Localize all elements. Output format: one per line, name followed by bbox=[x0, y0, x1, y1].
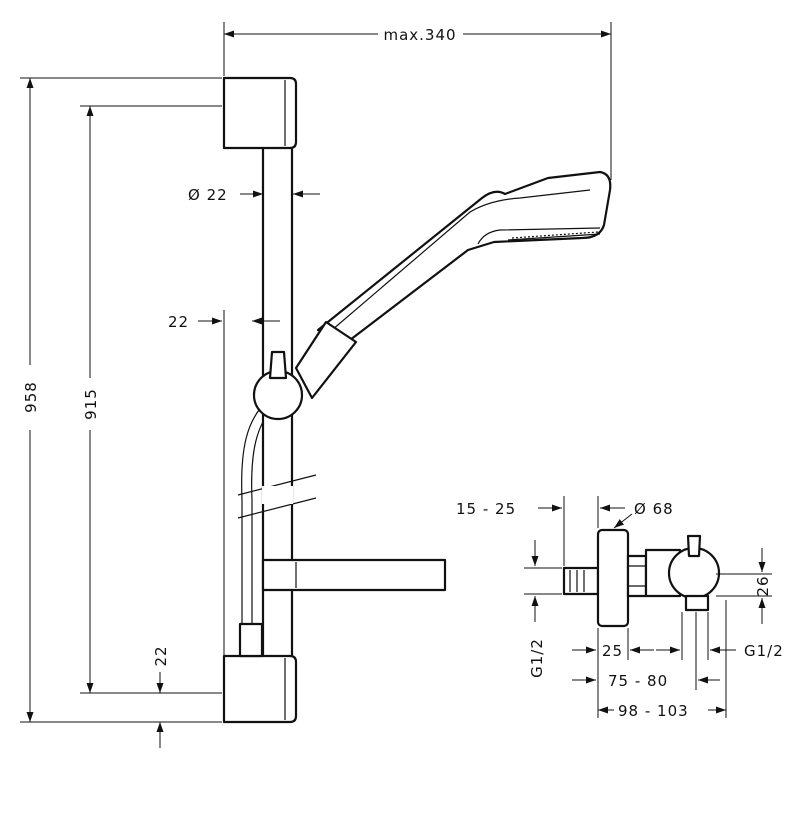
bottom-wall-bracket bbox=[222, 654, 298, 724]
mixer-outlet bbox=[684, 594, 710, 612]
wall-rosette bbox=[596, 528, 630, 628]
hand-shower-collar bbox=[294, 320, 358, 400]
outlet-thread-label: G1/2 bbox=[744, 642, 784, 660]
wall-gap-label: 15 - 25 bbox=[456, 500, 516, 518]
center-range-label: 75 - 80 bbox=[608, 672, 668, 690]
hand-shower-handle bbox=[316, 170, 612, 342]
rail-dimensions: max.340 958 915 Ø 22 22 22 bbox=[20, 22, 612, 748]
bottom-bracket-label: 22 bbox=[152, 645, 170, 666]
offset-25-label: 25 bbox=[602, 642, 623, 660]
connection-nut bbox=[626, 554, 648, 598]
depth-range-label: 98 - 103 bbox=[618, 702, 689, 720]
total-height-label: 958 bbox=[22, 381, 40, 413]
bar-diameter-label: Ø 22 bbox=[188, 186, 228, 204]
thermostat-mixer bbox=[562, 528, 721, 628]
break-line-2 bbox=[237, 497, 317, 519]
outlet-height-label: 26 bbox=[754, 575, 772, 596]
bar-length-label: 915 bbox=[82, 388, 100, 420]
wall-offset-label: 22 bbox=[168, 313, 189, 331]
mixer-dimensions: 15 - 25 Ø 68 G1/2 26 25 G1/2 bbox=[456, 496, 784, 720]
top-wall-bracket bbox=[222, 76, 298, 150]
rosette-diameter-label: Ø 68 bbox=[634, 500, 674, 518]
hose-connector bbox=[238, 622, 264, 658]
break-line-1 bbox=[237, 474, 317, 496]
slider-lever bbox=[268, 350, 288, 380]
inlet-thread-label: G1/2 bbox=[528, 638, 546, 678]
shelf bbox=[261, 558, 447, 592]
mixer-handle-lever bbox=[686, 534, 702, 558]
inlet-nipple bbox=[562, 566, 600, 596]
shower-rail-assembly bbox=[222, 76, 612, 724]
max-reach-label: max.340 bbox=[383, 26, 456, 44]
